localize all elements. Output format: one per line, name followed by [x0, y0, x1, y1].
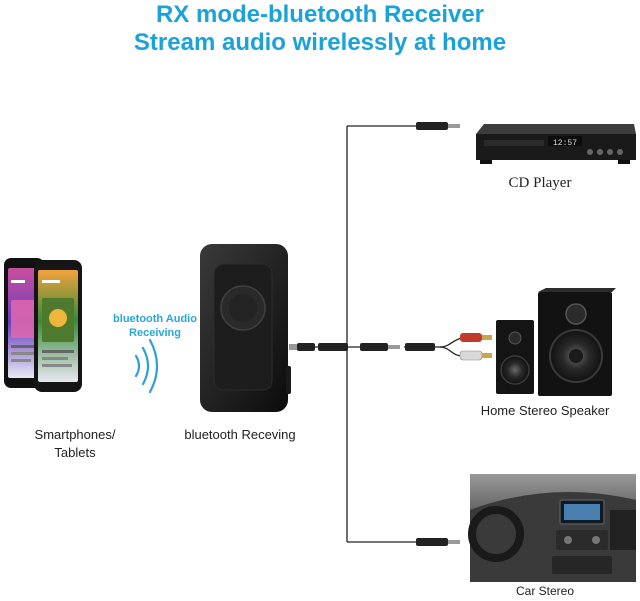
signal-label-line2: Receiving — [129, 327, 181, 339]
wiring — [300, 125, 440, 543]
page-title: RX mode-bluetooth Receiver — [155, 1, 485, 28]
receiver-device-icon — [200, 244, 291, 412]
cd-player-icon — [476, 124, 636, 164]
speaker-icon — [496, 288, 616, 396]
smartphones-label-line2: Tablets — [54, 445, 96, 460]
cd-player-label: CD Player — [508, 175, 572, 191]
car-dashboard-icon — [468, 474, 636, 582]
receiver-label: bluetooth Receving — [184, 427, 296, 442]
phone-icon — [4, 258, 82, 392]
signal-label: bluetooth Audio Receiving — [100, 312, 210, 340]
rca-plug-icon — [439, 333, 492, 361]
page-subtitle: Stream audio wirelessly at home — [133, 29, 507, 56]
car-stereo-label: Car Stereo — [515, 584, 575, 598]
speaker-label: Home Stereo Speaker — [480, 403, 610, 418]
signal-label-line1: bluetooth Audio — [113, 313, 197, 325]
bluetooth-waves-icon — [134, 338, 159, 394]
audio-jack-icon — [289, 122, 460, 546]
cd-display-text: 12:57 — [553, 139, 577, 148]
smartphones-label-line1: Smartphones/ — [34, 427, 116, 442]
smartphones-label: Smartphones/ Tablets — [20, 426, 130, 462]
